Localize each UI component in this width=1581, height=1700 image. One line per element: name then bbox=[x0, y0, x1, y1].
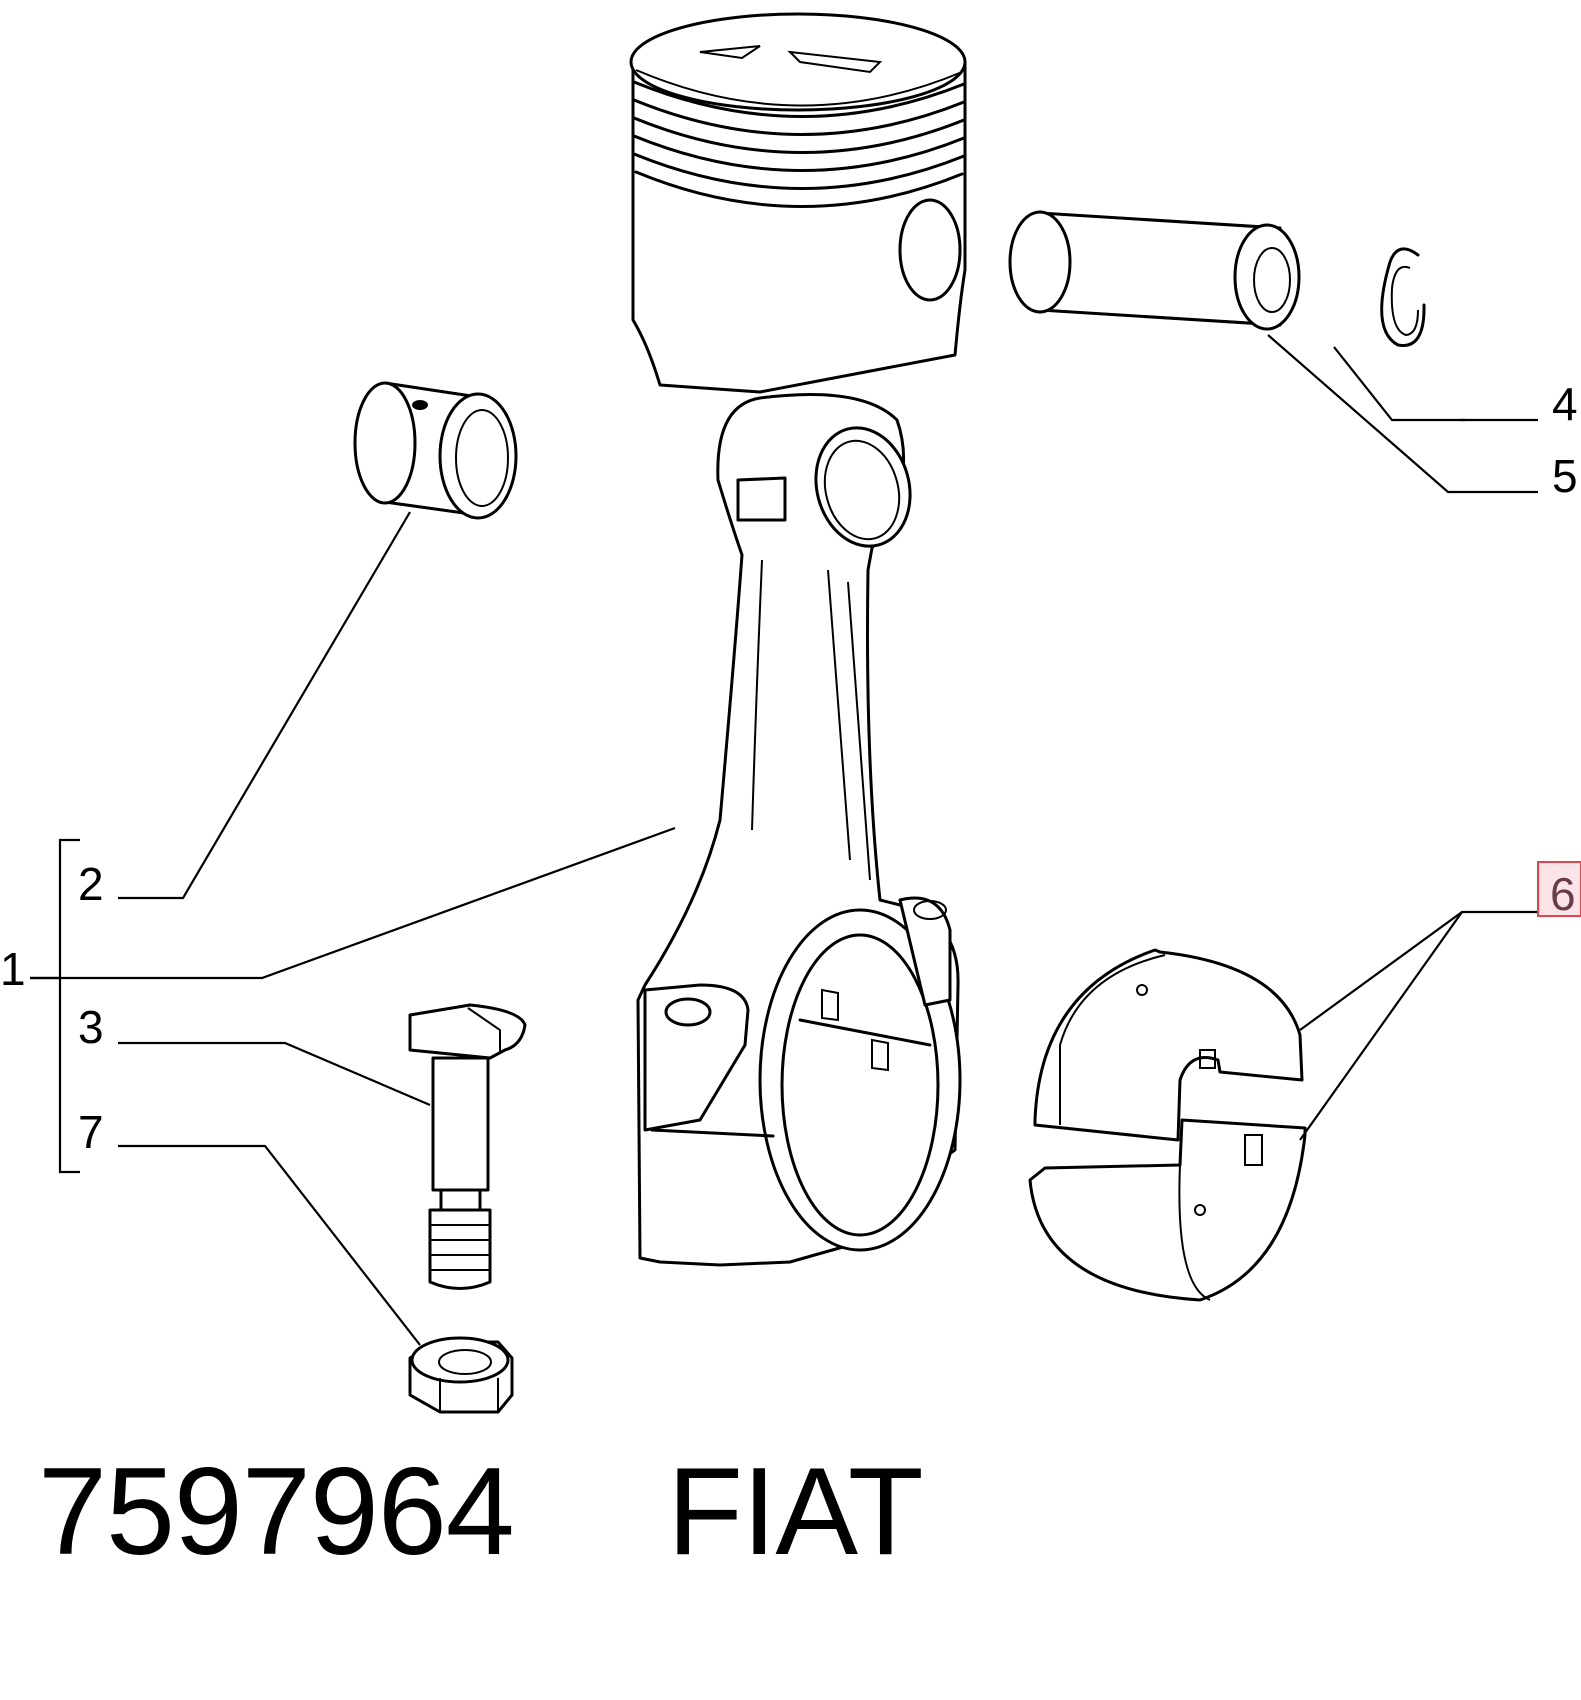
callout-labels: 1 2 3 7 4 5 6 bbox=[0, 378, 1581, 1158]
part-number: 7597964 bbox=[38, 1443, 515, 1581]
callout-3: 3 bbox=[78, 1001, 104, 1053]
callout-5: 5 bbox=[1552, 450, 1578, 502]
callout-7: 7 bbox=[78, 1106, 104, 1158]
rod-bolt[interactable] bbox=[408, 1003, 527, 1290]
rod-nut[interactable] bbox=[408, 1336, 514, 1414]
connecting-rod[interactable] bbox=[636, 393, 962, 1267]
callout-6[interactable]: 6 bbox=[1550, 868, 1576, 920]
small-end-bushing[interactable] bbox=[353, 381, 518, 520]
callout-6-highlight bbox=[1537, 861, 1581, 917]
bearing-shells[interactable] bbox=[1028, 948, 1307, 1302]
callout-1: 1 bbox=[0, 943, 26, 995]
piston-pin[interactable] bbox=[1008, 210, 1301, 331]
brand-name: FIAT bbox=[667, 1443, 923, 1581]
leader-lines bbox=[30, 334, 1538, 1346]
circlip[interactable] bbox=[1380, 247, 1426, 347]
callout-2: 2 bbox=[78, 858, 104, 910]
piston[interactable] bbox=[629, 12, 967, 394]
callout-4: 4 bbox=[1552, 378, 1578, 430]
part-caption: 7597964 FIAT bbox=[38, 1443, 924, 1581]
